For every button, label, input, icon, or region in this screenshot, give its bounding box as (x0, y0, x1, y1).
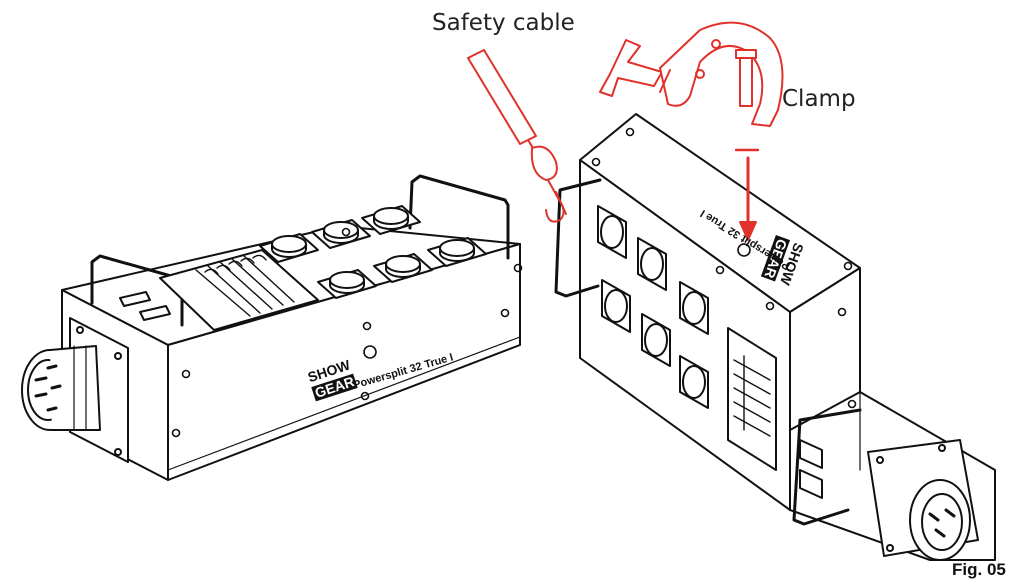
socket-icon (679, 281, 709, 335)
socket-icon (361, 205, 421, 235)
socket-icon (601, 279, 631, 333)
socket-icon (373, 253, 433, 283)
power-split-box-right (554, 113, 996, 561)
handle-icon (554, 178, 602, 298)
socket-icon (637, 237, 667, 291)
socket-icon (259, 233, 319, 263)
socket-icon (317, 269, 377, 299)
safety-cable-label: Safety cable (432, 10, 575, 36)
clamp-icon (599, 21, 784, 241)
socket-icon (311, 219, 371, 249)
safety-cable-icon (467, 49, 567, 223)
handle-icon (408, 174, 510, 260)
socket-icon (679, 355, 709, 409)
socket-icon (427, 237, 487, 267)
figure-number: Fig. 05 (952, 560, 1006, 579)
clamp-label: Clamp (782, 86, 856, 112)
handle-icon (792, 408, 862, 526)
socket-icon (641, 313, 671, 367)
power-split-box-left (21, 174, 523, 481)
socket-icon (597, 205, 627, 259)
